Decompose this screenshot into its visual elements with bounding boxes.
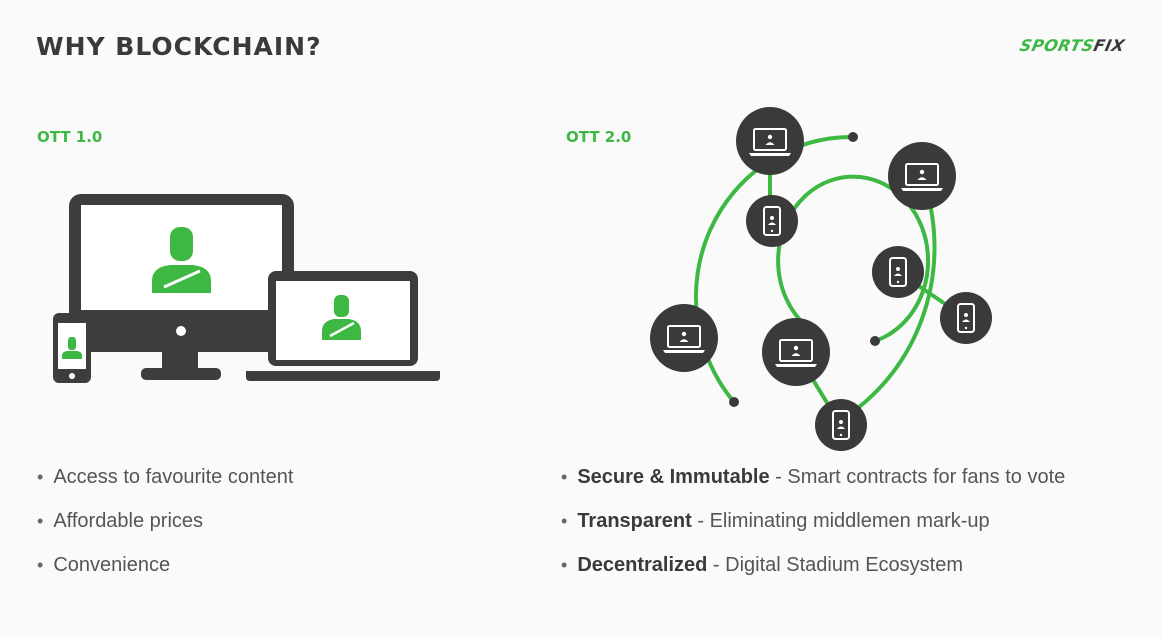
logo-part-fix: FIX xyxy=(1092,36,1128,55)
smartphone-node-icon xyxy=(940,292,992,344)
ott2-heading: OTT 2.0 xyxy=(566,128,632,146)
bullet-text: - Digital Stadium Ecosystem xyxy=(707,554,964,576)
list-item: Decentralized - Digital Stadium Ecosyste… xyxy=(561,548,1065,592)
laptop-icon xyxy=(246,271,440,381)
bullet-text: Affordable prices xyxy=(53,510,204,532)
slide-title: WHY BLOCKCHAIN? xyxy=(36,32,322,61)
user-avatar-icon xyxy=(322,295,361,340)
list-item: Transparent - Eliminating middlemen mark… xyxy=(561,504,1065,548)
ott2-benefits-list: Secure & Immutable - Smart contracts for… xyxy=(561,460,1065,592)
ott2-network-diagram xyxy=(650,107,992,451)
bullet-text: Access to favourite content xyxy=(53,466,294,488)
sportsfix-logo: SPORTSFIX xyxy=(1018,36,1127,55)
bullet-heading: Transparent xyxy=(577,510,692,532)
network-endpoint-dot xyxy=(848,132,858,142)
network-endpoint-dot xyxy=(870,336,880,346)
list-item: Affordable prices xyxy=(37,504,293,548)
bullet-heading: Secure & Immutable xyxy=(577,466,770,488)
list-item: Access to favourite content xyxy=(37,460,293,504)
smartphone-node-icon xyxy=(872,246,924,298)
laptop-node-icon xyxy=(650,304,718,372)
laptop-node-icon xyxy=(736,107,804,175)
bullet-text: - Smart contracts for fans to vote xyxy=(769,466,1066,488)
ott1-devices-illustration xyxy=(53,194,440,383)
bullet-heading: Decentralized xyxy=(577,554,708,576)
list-item: Convenience xyxy=(37,548,293,592)
bullet-text: - Eliminating middlemen mark-up xyxy=(691,510,990,532)
list-item: Secure & Immutable - Smart contracts for… xyxy=(561,460,1065,504)
ott1-heading: OTT 1.0 xyxy=(37,128,103,146)
user-avatar-icon xyxy=(62,337,82,359)
user-avatar-icon xyxy=(152,227,211,293)
logo-part-sports: SPORTS xyxy=(1018,36,1097,55)
smartphone-node-icon xyxy=(815,399,867,451)
network-endpoint-dot xyxy=(729,397,739,407)
laptop-node-icon xyxy=(888,142,956,210)
bullet-text: Convenience xyxy=(53,554,171,576)
ott1-benefits-list: Access to favourite content Affordable p… xyxy=(37,460,293,592)
laptop-node-icon xyxy=(762,318,830,386)
smartphone-node-icon xyxy=(746,195,798,247)
